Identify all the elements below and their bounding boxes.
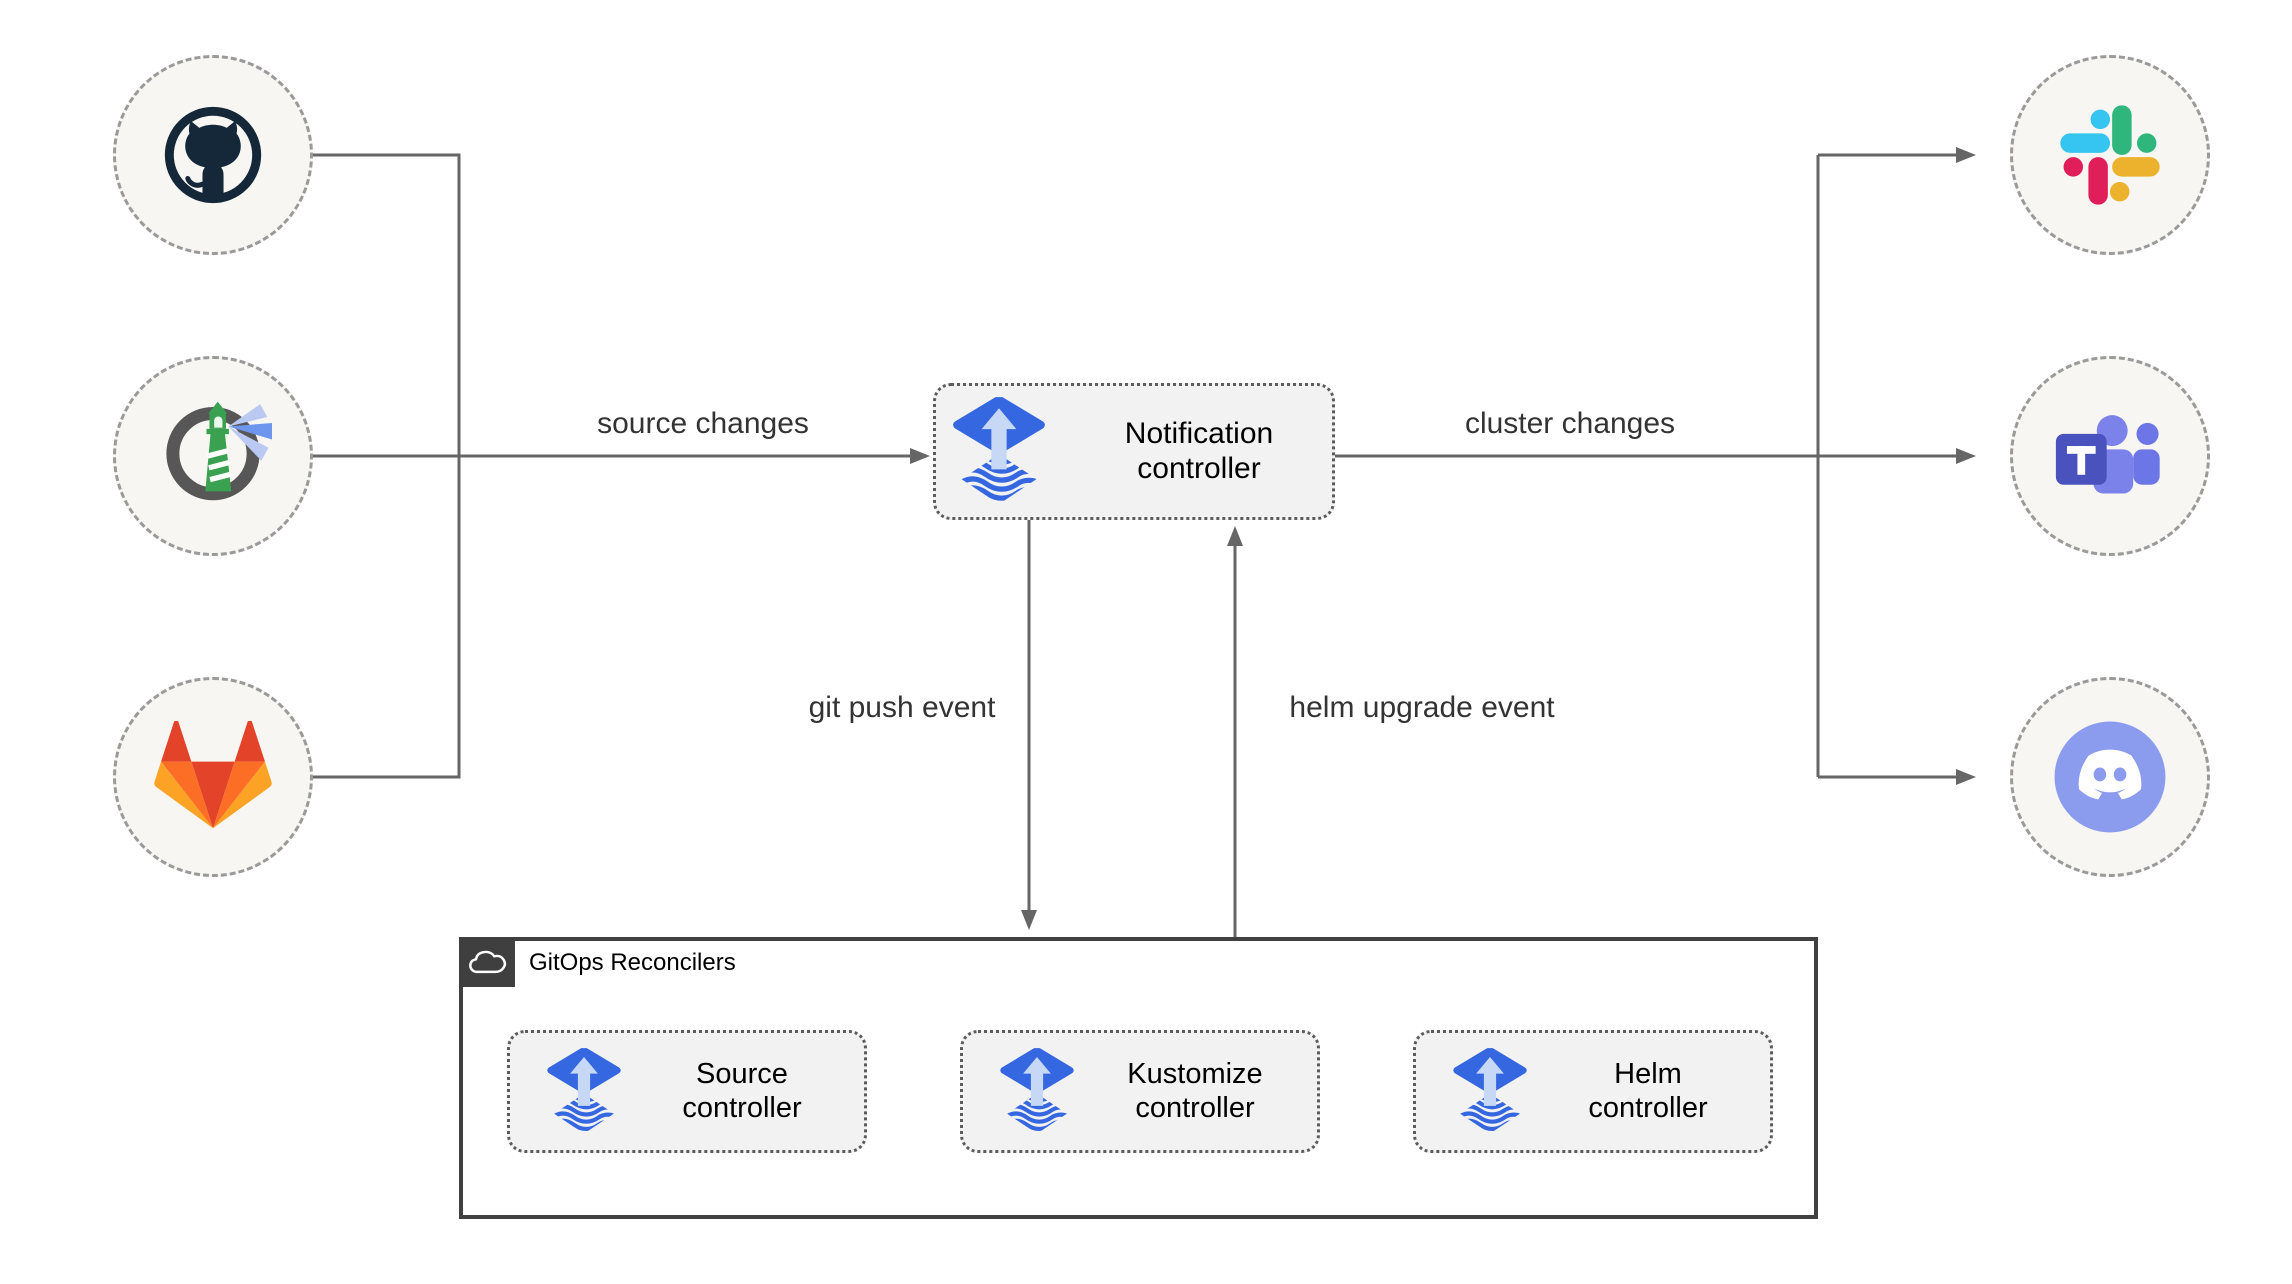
flux-icon: [949, 397, 1049, 507]
endpoint-harbor: [113, 356, 313, 556]
endpoint-gitlab: [113, 677, 313, 877]
endpoint-discord: [2010, 677, 2210, 877]
edge-label-cluster-changes: cluster changes: [1464, 407, 1676, 440]
node-kustomize-controller: Kustomize controller: [960, 1030, 1320, 1153]
group-badge: [459, 937, 515, 987]
edge-label-source-changes: source changes: [597, 407, 809, 440]
harbor-icon: [166, 401, 272, 501]
cloud-icon: [469, 950, 507, 974]
node-label: Helm controller: [1588, 1057, 1708, 1124]
node-helm-controller: Helm controller: [1413, 1030, 1773, 1153]
node-label: Kustomize controller: [1127, 1057, 1263, 1124]
endpoint-github: [113, 55, 313, 255]
endpoint-slack: [2010, 55, 2210, 255]
github-icon: [164, 106, 262, 204]
endpoint-teams: [2010, 356, 2210, 556]
flux-icon: [1450, 1048, 1530, 1136]
gitlab-icon: [154, 721, 272, 829]
node-label: Source controller: [682, 1057, 802, 1124]
teams-icon: [2055, 415, 2160, 494]
discord-icon: [2054, 721, 2166, 833]
flux-icon: [544, 1048, 624, 1136]
node-label: Notification controller: [1124, 416, 1274, 485]
edge-label-helm-upgrade-event: helm upgrade event: [1289, 691, 1555, 724]
slack-icon: [2060, 105, 2160, 205]
node-notification-controller: Notification controller: [933, 383, 1335, 520]
edge-label-git-push-event: git push event: [808, 691, 996, 724]
group-title: GitOps Reconcilers: [529, 949, 736, 976]
flux-icon: [997, 1048, 1077, 1136]
node-source-controller: Source controller: [507, 1030, 867, 1153]
